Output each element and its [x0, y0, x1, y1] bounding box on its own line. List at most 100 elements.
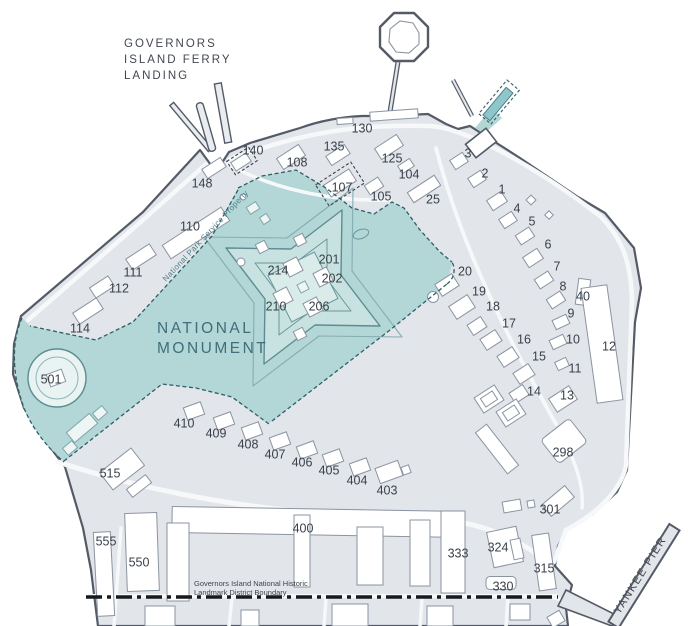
building-shape-round	[236, 257, 246, 267]
building-label-9: 9	[568, 306, 575, 320]
building-shape	[374, 459, 404, 485]
building-label-210: 210	[266, 299, 287, 313]
building-label-1: 1	[499, 182, 506, 196]
octagon-outer	[378, 11, 430, 63]
building-label-107: 107	[332, 180, 353, 194]
yankee-pier	[556, 522, 681, 626]
building-shape	[400, 464, 412, 476]
building-shape	[293, 514, 311, 588]
building-label-13: 13	[560, 388, 574, 402]
nps-pier-deck	[482, 86, 514, 122]
building-shape	[545, 290, 567, 310]
building-shape	[467, 169, 487, 189]
building-label-400: 400	[293, 521, 314, 535]
building-shape	[296, 280, 310, 294]
building-label-112: 112	[109, 281, 129, 295]
building-label-8: 8	[560, 279, 567, 293]
octagon-inner	[388, 20, 420, 54]
nps-pier	[475, 79, 521, 134]
building-shape	[161, 206, 231, 260]
building-label-4: 4	[514, 201, 521, 215]
building-label-104: 104	[399, 167, 420, 181]
building-shape	[508, 383, 530, 405]
building-label-515: 515	[100, 466, 121, 480]
building-shape	[240, 421, 264, 441]
road	[226, 123, 635, 565]
building-label-114: 114	[70, 321, 90, 335]
yankee-pier-label: YANKEE PIER	[612, 534, 669, 616]
building-label-15: 15	[532, 349, 546, 363]
building-shape	[295, 440, 319, 460]
ferry-landing-label-line2: ISLAND FERRY	[124, 54, 232, 66]
building-shape	[322, 168, 358, 198]
building-shape	[292, 326, 308, 342]
building-label-298: 298	[553, 445, 574, 459]
building-label-315: 315	[534, 561, 555, 575]
building-label-40: 40	[576, 289, 590, 303]
building-shape	[474, 423, 520, 475]
building-shape	[479, 390, 499, 408]
building-label-130: 130	[352, 121, 373, 135]
building-shape	[348, 457, 372, 477]
building-shape	[485, 576, 517, 590]
building-shape	[72, 297, 104, 325]
building-shape	[512, 362, 536, 386]
yankee-pier-approach	[556, 588, 624, 626]
nps-boundary-dash	[29, 189, 239, 341]
building-label-409: 409	[206, 426, 227, 440]
building-shape	[525, 194, 537, 206]
building-shape	[546, 609, 566, 626]
building-label-206: 206	[309, 299, 330, 313]
road	[227, 596, 234, 626]
building-shape	[548, 333, 568, 351]
building-shape	[275, 143, 307, 171]
building-shape	[373, 133, 405, 161]
building-shape	[45, 368, 67, 388]
building-shape	[501, 498, 523, 514]
nps-dashed-boundary	[13, 169, 455, 463]
ferry-landing-label-line3: LANDING	[124, 70, 189, 82]
building-shape	[498, 210, 518, 230]
building-label-108: 108	[287, 155, 308, 169]
building-shape	[496, 345, 520, 369]
nps-property-area	[14, 170, 453, 461]
building-shape	[464, 127, 498, 159]
building-shape	[551, 313, 571, 331]
building-label-201: 201	[319, 252, 340, 266]
building-shape	[541, 419, 587, 463]
building-shape	[331, 603, 369, 626]
building-label-405: 405	[319, 463, 340, 477]
building-shape	[501, 404, 521, 422]
building-shape	[212, 411, 236, 431]
building-label-202: 202	[322, 271, 343, 285]
building-label-14: 14	[527, 384, 541, 398]
road	[504, 596, 510, 626]
building-shape	[240, 609, 260, 626]
building-label-135: 135	[324, 139, 345, 153]
building-shape	[356, 526, 384, 586]
building-shape	[213, 82, 233, 144]
building-label-408: 408	[238, 437, 259, 451]
building-shape	[124, 511, 160, 593]
building-shape	[201, 156, 227, 180]
fort-pond	[352, 228, 370, 240]
building-label-25: 25	[426, 192, 440, 206]
building-label-20: 20	[458, 264, 472, 278]
building-shape	[531, 532, 557, 592]
district-boundary-label-line1: Governors Island National Historic	[194, 579, 308, 588]
building-label-11: 11	[569, 361, 582, 375]
road	[25, 161, 209, 323]
nps-boundary-dash	[237, 169, 453, 263]
building-shape	[195, 102, 217, 152]
nps-boundary-dash	[271, 283, 448, 422]
building-label-404: 404	[347, 473, 368, 487]
yankee-pier-deck	[607, 522, 681, 626]
building-shape-round	[427, 291, 439, 303]
vent-octagon	[378, 11, 430, 119]
building-shape	[409, 519, 431, 587]
building-shape	[258, 212, 272, 226]
building-label-301: 301	[540, 502, 561, 516]
building-shape	[396, 157, 416, 175]
nps-boundary-dash	[63, 383, 270, 462]
north-pier	[451, 78, 474, 118]
